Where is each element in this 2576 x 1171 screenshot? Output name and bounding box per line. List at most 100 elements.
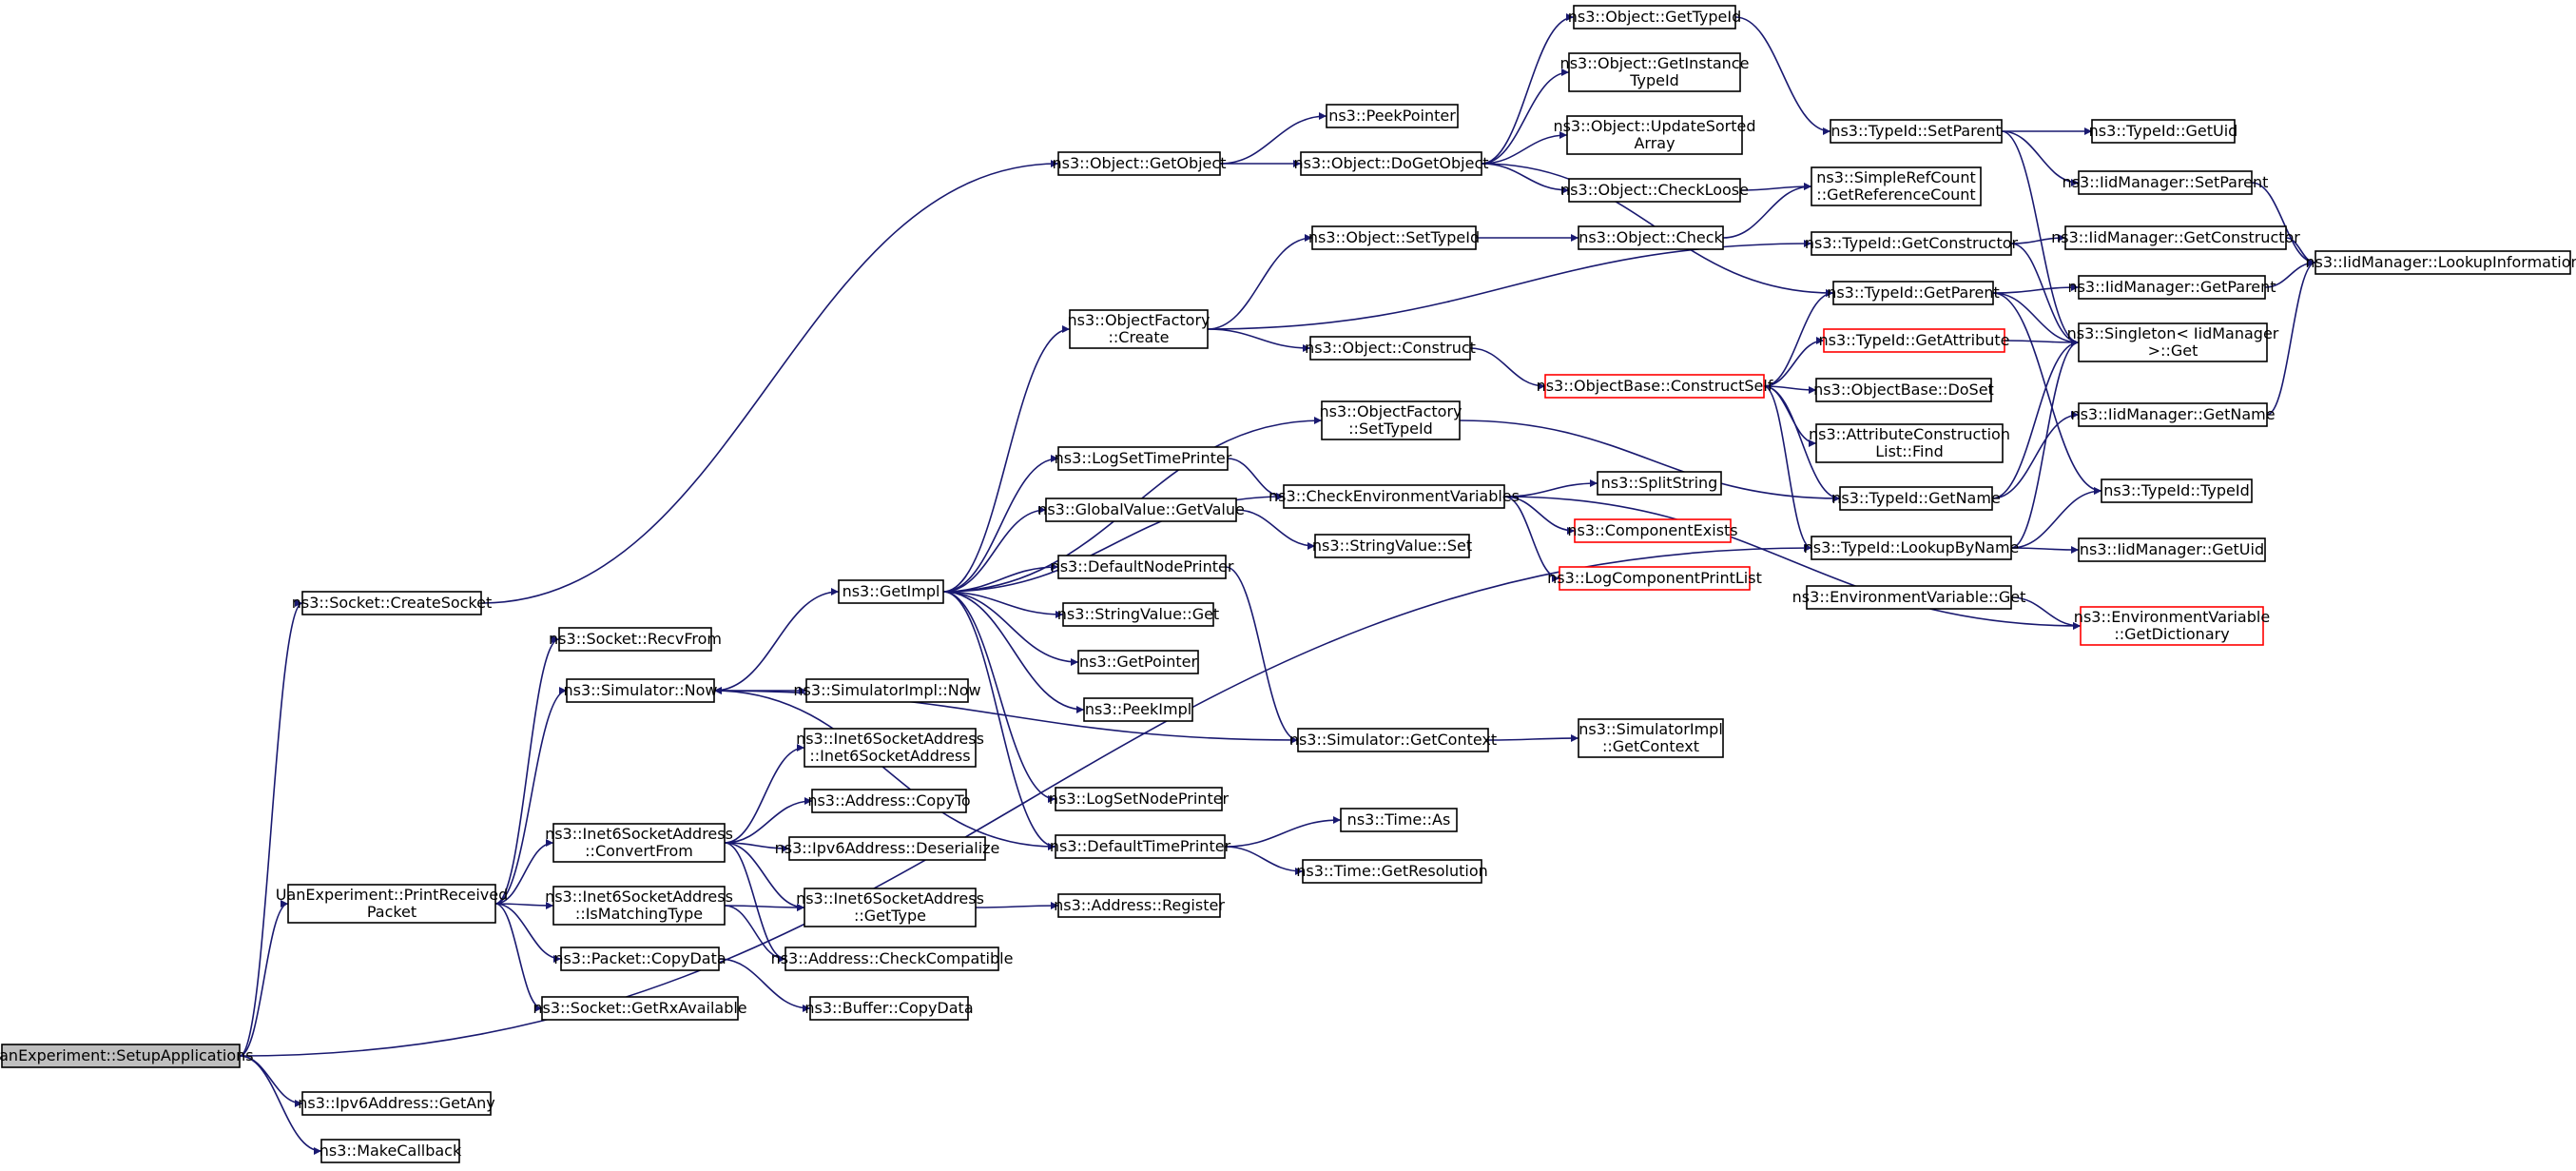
- graph-node[interactable]: ns3::GlobalValue::GetValue: [1037, 498, 1245, 522]
- node-box: [1083, 697, 1193, 722]
- node-label: ns3::MakeCallback: [320, 1142, 462, 1160]
- graph-node[interactable]: ns3::IidManager::SetParent: [2063, 170, 2269, 195]
- graph-node[interactable]: ns3::TypeId::GetConstructor: [1805, 231, 2019, 256]
- graph-node[interactable]: ns3::Socket::CreateSocket: [292, 591, 493, 615]
- graph-node[interactable]: ns3::Buffer::CopyData: [804, 996, 974, 1021]
- graph-node[interactable]: ns3::Time::As: [1340, 808, 1458, 832]
- graph-node[interactable]: ns3::IidManager::GetUid: [2078, 537, 2266, 562]
- node-label: ns3::Time::As: [1347, 810, 1451, 829]
- graph-node[interactable]: ns3::TypeId::GetName: [1831, 486, 2001, 511]
- graph-node[interactable]: ns3::Object::GetObject: [1053, 151, 1227, 176]
- edge-n26-n28: [1763, 385, 1817, 394]
- graph-node[interactable]: ns3::LogSetTimePrinter: [1055, 446, 1232, 471]
- node-box: [2064, 225, 2287, 250]
- node-box: [2078, 275, 2266, 300]
- graph-node[interactable]: ns3::SplitString: [1597, 471, 1722, 496]
- graph-node[interactable]: ns3::Ipv6Address::GetAny: [298, 1091, 495, 1116]
- graph-node[interactable]: ns3::Time::GetResolution: [1296, 859, 1488, 884]
- graph-node[interactable]: ns3::TypeId::TypeId: [2101, 478, 2253, 503]
- node-label: ns3::TypeId::GetName: [1831, 489, 2001, 507]
- graph-node[interactable]: ns3::Object::GetTypeId: [1568, 5, 1741, 29]
- graph-node[interactable]: ns3::Simulator::GetContext: [1289, 728, 1497, 752]
- node-box: [558, 627, 712, 652]
- graph-node[interactable]: ns3::TypeId::SetParent: [1830, 119, 2003, 144]
- graph-node[interactable]: ns3::IidManager::GetParent: [2067, 275, 2276, 300]
- graph-node[interactable]: ns3::Address::CheckCompatible: [771, 947, 1014, 971]
- graph-node[interactable]: ns3::PeekPointer: [1326, 104, 1459, 128]
- graph-node[interactable]: ns3::SimpleRefCount::GetReferenceCount: [1811, 166, 1982, 206]
- graph-node[interactable]: ns3::Socket::GetRxAvailable: [533, 996, 747, 1021]
- graph-node[interactable]: ns3::ObjectBase::ConstructSelf: [1537, 374, 1773, 399]
- node-box: [2315, 250, 2571, 275]
- graph-node[interactable]: ns3::CheckEnvironmentVariables: [1269, 484, 1520, 509]
- graph-node[interactable]: ns3::IidManager::GetName: [2070, 402, 2276, 427]
- node-label: ns3::Inet6SocketAddress: [545, 888, 733, 906]
- graph-node[interactable]: ns3::ObjectFactory::Create: [1068, 309, 1211, 349]
- graph-node[interactable]: ns3::PeekImpl: [1083, 697, 1193, 722]
- node-box: [287, 884, 496, 924]
- graph-node[interactable]: ns3::LogSetNodePrinter: [1049, 787, 1230, 811]
- graph-node[interactable]: ns3::Simulator::Now: [564, 678, 718, 703]
- graph-node[interactable]: ns3::GetImpl: [838, 579, 944, 604]
- graph-node[interactable]: ns3::IidManager::LookupInformation: [2305, 250, 2576, 275]
- graph-node[interactable]: ns3::Address::CopyTo: [807, 789, 971, 813]
- graph-node[interactable]: ns3::ComponentExists: [1567, 518, 1738, 543]
- graph-node[interactable]: ns3::IidManager::GetConstructor: [2051, 225, 2300, 250]
- edge-n26-n40: [1763, 385, 1812, 552]
- node-label: ::GetReferenceCount: [1816, 185, 1975, 204]
- graph-node[interactable]: ns3::TypeId::GetParent: [1827, 281, 2000, 305]
- graph-node[interactable]: ns3::GetPointer: [1077, 650, 1199, 674]
- node-label: ns3::Object::Check: [1579, 228, 1723, 246]
- graph-node[interactable]: UanExperiment::SetupApplications: [0, 1044, 254, 1068]
- node-box: [552, 886, 726, 926]
- graph-node[interactable]: ns3::Object::DoGetObject: [1293, 151, 1489, 176]
- graph-node[interactable]: ns3::Singleton< IidManager>::Get: [2067, 322, 2279, 362]
- graph-node[interactable]: ns3::Address::Register: [1054, 893, 1225, 918]
- node-label: ns3::SimulatorImpl::Now: [793, 681, 980, 699]
- node-box: [838, 579, 944, 604]
- graph-node[interactable]: ns3::LogComponentPrintList: [1547, 566, 1762, 591]
- graph-node[interactable]: ns3::Object::CheckLoose: [1560, 178, 1749, 203]
- graph-node[interactable]: ns3::SimulatorImpl::GetContext: [1578, 718, 1724, 758]
- graph-node[interactable]: ns3::Inet6SocketAddress::Inet6SocketAddr…: [796, 728, 984, 768]
- edge-n21-n18: [1207, 240, 1812, 330]
- graph-node[interactable]: ns3::DefaultNodePrinter: [1051, 555, 1234, 579]
- graph-node[interactable]: ns3::Inet6SocketAddress::IsMatchingType: [545, 886, 733, 926]
- node-box: [552, 823, 726, 863]
- graph-node[interactable]: ns3::EnvironmentVariable::GetDictionary: [2074, 606, 2270, 646]
- graph-node[interactable]: ns3::DefaultTimePrinter: [1050, 834, 1231, 859]
- edge-n7-n8: [1481, 13, 1575, 165]
- node-label: TypeId: [1629, 71, 1679, 89]
- node-box: [1057, 555, 1227, 579]
- edge-n40-n41: [2010, 545, 2080, 554]
- node-label: ns3::LogSetTimePrinter: [1055, 449, 1232, 467]
- edge-n34-n47: [1503, 496, 2082, 630]
- graph-node[interactable]: ns3::ObjectBase::DoSet: [1813, 378, 1994, 402]
- graph-node[interactable]: ns3::Packet::CopyData: [553, 947, 726, 971]
- graph-node[interactable]: ns3::Ipv6Address::Deserialize: [775, 836, 1000, 861]
- graph-node[interactable]: ns3::Object::SetTypeId: [1308, 225, 1480, 250]
- graph-node[interactable]: ns3::ObjectFactory::SetTypeId: [1320, 400, 1462, 440]
- graph-node[interactable]: ns3::Object::Check: [1578, 225, 1724, 250]
- graph-node[interactable]: ns3::EnvironmentVariable::Get: [1792, 585, 2026, 610]
- graph-node[interactable]: ns3::Socket::RecvFrom: [549, 627, 722, 652]
- graph-node[interactable]: ns3::StringValue::Get: [1057, 602, 1219, 627]
- graph-node[interactable]: ns3::Object::Construct: [1305, 336, 1476, 361]
- graph-node[interactable]: ns3::TypeId::LookupByName: [1804, 536, 2020, 560]
- node-box: [2101, 478, 2253, 503]
- graph-node[interactable]: ns3::TypeId::GetUid: [2089, 119, 2238, 144]
- node-label: UanExperiment::PrintReceived: [276, 886, 508, 904]
- node-box: [1057, 446, 1229, 471]
- edge-n44-n33: [942, 455, 1059, 593]
- graph-node[interactable]: ns3::SimulatorImpl::Now: [793, 678, 981, 703]
- graph-node[interactable]: ns3::Inet6SocketAddress::GetType: [796, 888, 984, 927]
- node-box: [1806, 585, 2012, 610]
- graph-node[interactable]: ns3::StringValue::Set: [1312, 534, 1472, 558]
- graph-node[interactable]: ns3::TypeId::GetAttribute: [1818, 328, 2010, 353]
- graph-node[interactable]: ns3::Inet6SocketAddress::ConvertFrom: [545, 823, 733, 863]
- graph-node[interactable]: ns3::MakeCallback: [320, 1139, 462, 1163]
